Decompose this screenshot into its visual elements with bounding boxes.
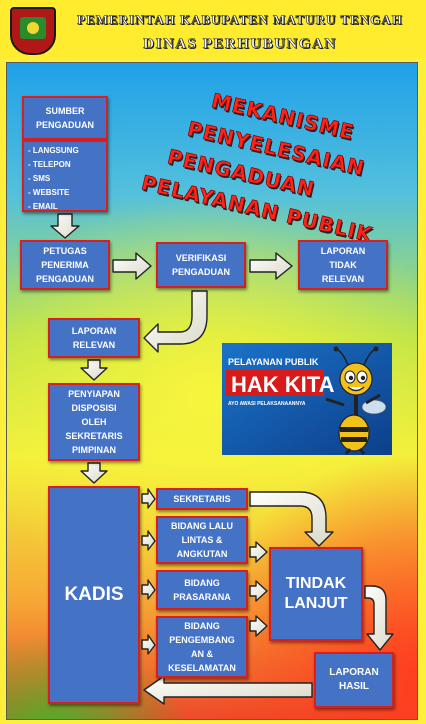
box-sekretaris: SEKRETARIS — [156, 488, 248, 510]
box-laporan-relevan: LAPORAN RELEVAN — [48, 318, 140, 358]
box-label: HASIL — [338, 681, 369, 692]
box-tindak-lanjut: TINDAK LANJUT — [269, 547, 363, 641]
box-label: LAPORAN — [71, 326, 117, 336]
box-petugas-penerima: PETUGAS PENERIMA PENGADUAN — [20, 240, 110, 290]
box-label: SEKRETARIS — [173, 494, 231, 504]
box-label: PIMPINAN — [71, 445, 116, 455]
box-label: PENGADUAN — [35, 120, 94, 130]
header-agency-name: DINAS PERHUBUNGAN — [143, 36, 337, 53]
box-label: KADIS — [64, 584, 124, 605]
box-label: PRASARANA — [173, 592, 231, 602]
box-label: AN & — [190, 649, 213, 659]
box-laporan-hasil: LAPORAN HASIL — [314, 652, 394, 708]
box-label: PETUGAS — [43, 246, 87, 256]
box-sumber-pengaduan: SUMBER PENGADUAN — [22, 96, 108, 140]
box-label: BIDANG — [184, 578, 220, 588]
box-label: PENGEMBANG — [169, 635, 235, 645]
box-label: LAPORAN — [320, 246, 366, 256]
box-label: TIDAK — [329, 260, 357, 270]
box-label: LANJUT — [284, 595, 348, 612]
channel-item: - SMS — [28, 174, 51, 183]
poster-line-3: AYO AWASI PELAKSANAANNYA — [228, 401, 306, 407]
box-label: SEKRETARIS — [65, 431, 123, 441]
poster-red-band — [226, 370, 324, 396]
regency-emblem-icon — [10, 7, 56, 55]
box-label: PENYIAPAN — [68, 389, 120, 399]
box-label: ANGKUTAN — [176, 549, 228, 559]
channel-item: - WEBSITE — [28, 188, 70, 197]
box-label: LINTAS & — [181, 535, 223, 545]
box-label: RELEVAN — [72, 340, 116, 350]
box-verifikasi: VERIFIKASI PENGADUAN — [156, 242, 246, 288]
hak-kita-poster: PELAYANAN PUBLIK HAK KITA AYO AWASI PELA… — [222, 343, 392, 455]
channel-item: - TELEPON — [28, 160, 71, 169]
box-label: TINDAK — [285, 575, 347, 592]
channel-item: - LANGSUNG — [28, 146, 79, 155]
bee-mascot-icon — [325, 346, 387, 455]
box-label: PENERIMA — [41, 260, 89, 270]
box-label: OLEH — [81, 417, 107, 427]
box-bidang-pengembangan: BIDANG PENGEMBANG AN & KESELAMATAN — [156, 616, 248, 678]
box-label: PENGADUAN — [171, 267, 230, 277]
box-label: RELEVAN — [321, 274, 365, 284]
poster-line-2: HAK KITA — [231, 372, 335, 397]
poster-line-1: PELAYANAN PUBLIK — [228, 357, 319, 367]
box-bidang-prasarana: BIDANG PRASARANA — [156, 570, 248, 610]
box-bidang-lalu-lintas: BIDANG LALU LINTAS & ANGKUTAN — [156, 516, 248, 564]
box-label: DISPOSISI — [71, 403, 117, 413]
box-label: VERIFIKASI — [175, 253, 227, 263]
box-label: SUMBER — [45, 106, 85, 116]
header-banner: PEMERINTAH KABUPATEN MATURU TENGAH DINAS… — [0, 0, 426, 58]
header-government-name: PEMERINTAH KABUPATEN MATURU TENGAH — [77, 12, 403, 28]
box-label: PENGADUAN — [35, 274, 94, 284]
box-label: BIDANG LALU — [171, 521, 233, 531]
channel-item: - EMAIL — [28, 202, 58, 211]
box-laporan-tidak-relevan: LAPORAN TIDAK RELEVAN — [298, 240, 388, 290]
box-label: KESELAMATAN — [168, 663, 236, 673]
box-kadis: KADIS — [48, 486, 140, 704]
box-complaint-channels: - LANGSUNG - TELEPON - SMS - WEBSITE - E… — [22, 140, 108, 212]
box-label: BIDANG — [184, 621, 220, 631]
box-penyiapan-disposisi: PENYIAPAN DISPOSISI OLEH SEKRETARIS PIMP… — [48, 383, 140, 461]
box-label: LAPORAN — [329, 667, 379, 678]
